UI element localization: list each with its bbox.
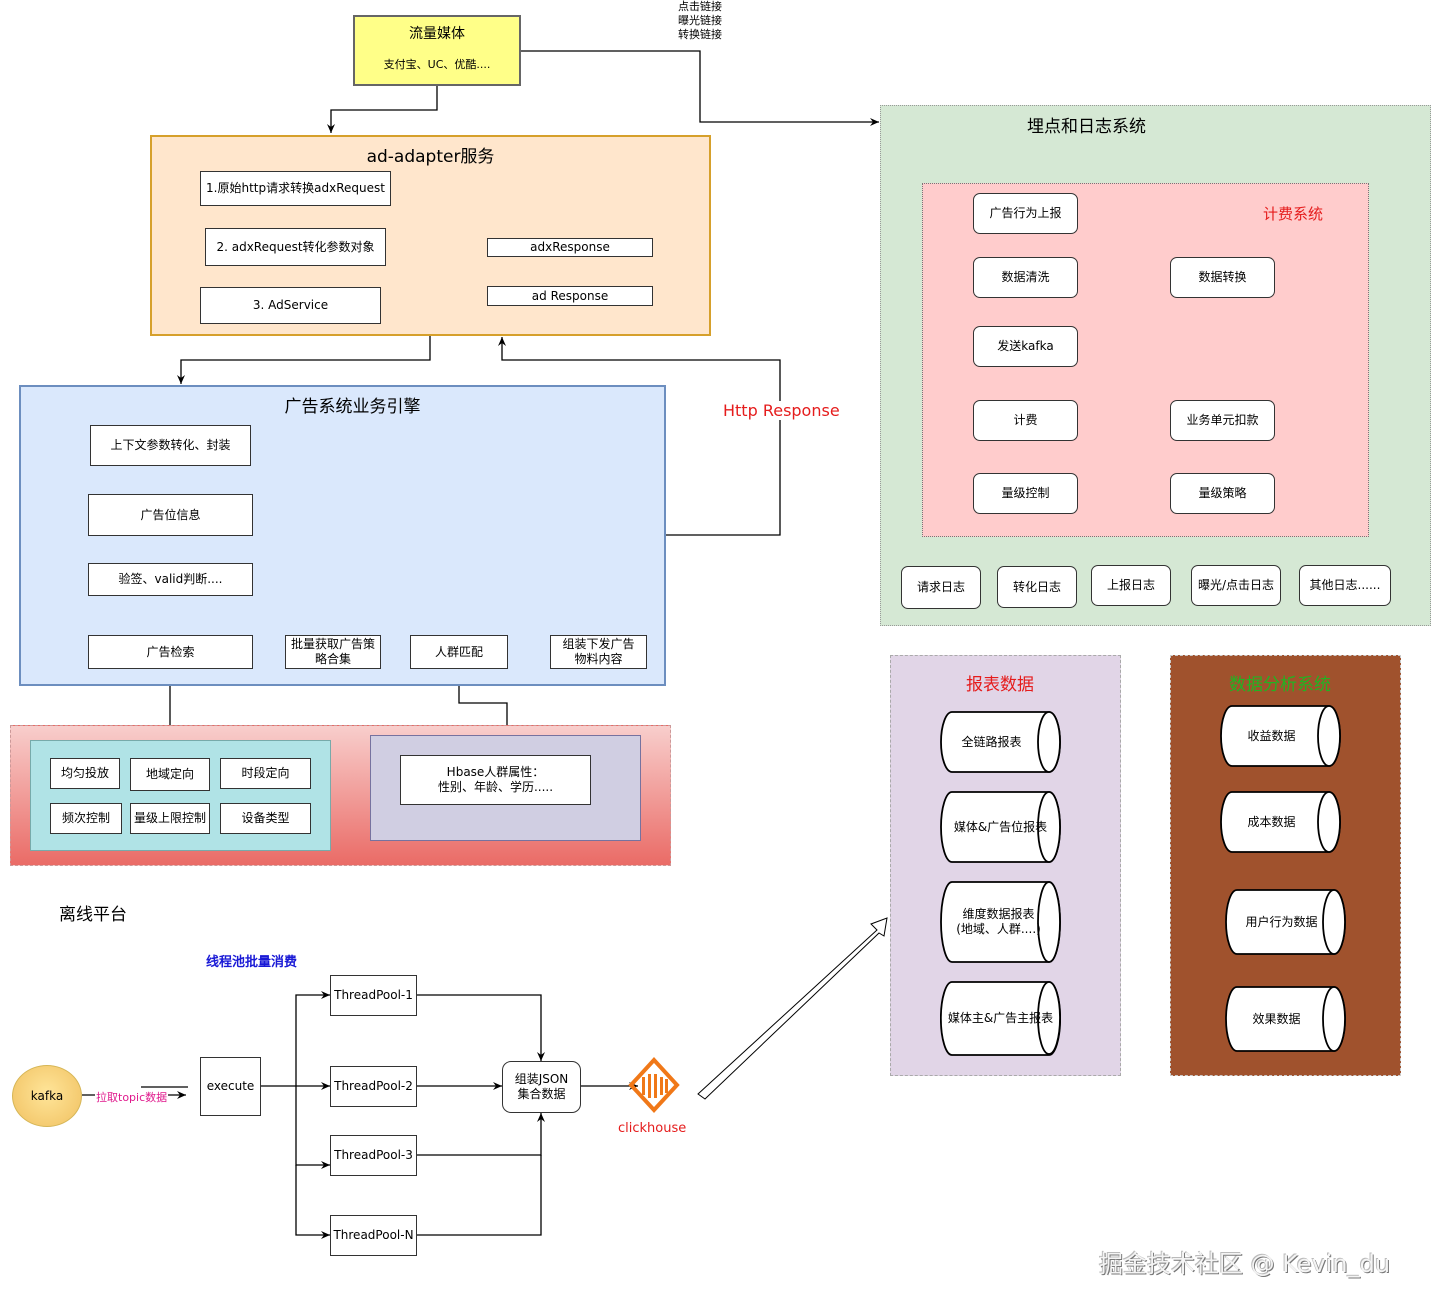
billing-transform[interactable]: 数据转换 [1170,257,1275,298]
billing-report[interactable]: 广告行为上报 [973,193,1078,234]
offline-to-reports-arrow [697,917,888,1100]
engine-title: 广告系统业务引擎 [284,397,421,417]
cylinder-shape [940,981,1061,1056]
log-conversion[interactable]: 转化日志 [997,566,1077,608]
report-media-advertiser[interactable]: 媒体主&广告主报表 [940,981,1061,1056]
adapter-step-2[interactable]: 2. adxRequest转化参数对象 [205,228,386,266]
rule-even-delivery[interactable]: 均匀投放 [50,758,120,789]
cylinder-shape [1220,705,1341,767]
billing-volume-control[interactable]: 量级控制 [973,473,1078,514]
edge-media-tracking [521,50,879,126]
clickhouse-node[interactable]: clickhouse [618,1057,686,1139]
pipeline-strategy[interactable]: 批量获取广告策略合集 [285,635,381,669]
ad-response[interactable]: ad Response [487,286,653,306]
analysis-label: 成本数据 [1247,814,1296,829]
billing-clean[interactable]: 数据清洗 [973,257,1078,298]
targeting-rules-panel [30,740,331,851]
clickhouse-label: clickhouse [618,1121,687,1136]
pull-topic-label: 拉取topic数据 [95,1089,169,1105]
tracking-title: 埋点和日志系统 [1027,117,1146,137]
rule-frequency[interactable]: 频次控制 [50,803,122,834]
adapter-title: ad-adapter服务 [366,147,495,167]
threadpool-2[interactable]: ThreadPool-2 [330,1066,417,1107]
cylinder-shape [1225,889,1346,955]
watermark: 掘金技术社区 @ Kevin_du [1099,1250,1391,1278]
report-label: 媒体主&广告主报表 [947,1011,1054,1025]
cylinder-shape [1220,791,1341,853]
rule-geo[interactable]: 地域定向 [130,758,210,791]
analysis-title: 数据分析系统 [1229,675,1331,695]
link-label-click: 点击链接 [678,0,722,13]
engine-step-retrieval[interactable]: 广告检索 [88,635,253,669]
pipeline-assemble[interactable]: 组装下发广告物料内容 [550,635,647,669]
log-other[interactable]: 其他日志...... [1299,565,1391,606]
edge-media-adapter [327,86,438,133]
threadpool-3[interactable]: ThreadPool-3 [330,1135,417,1176]
threadpool-1[interactable]: ThreadPool-1 [330,975,417,1016]
report-full-chain[interactable]: 全链路报表 [940,711,1061,773]
log-report[interactable]: 上报日志 [1091,565,1171,606]
report-dimension[interactable]: 维度数据报表 (地域、人群....) [940,881,1061,963]
cylinder-shape [940,711,1061,773]
media-box[interactable]: 流量媒体 支付宝、UC、优酷.... [353,15,521,86]
report-label: 维度数据报表 (地域、人群....) [956,907,1041,936]
http-response-label: Http Response [723,401,840,420]
link-labels: 点击链接 曝光链接 转换链接 [662,0,738,42]
rule-time[interactable]: 时段定向 [220,758,311,789]
thread-pool-title: 线程池批量消费 [206,955,298,970]
adapter-step-1[interactable]: 1.原始http请求转换adxRequest [200,171,391,206]
adx-response[interactable]: adxResponse [487,238,653,257]
billing-send-kafka[interactable]: 发送kafka [973,326,1078,367]
pipeline-audience[interactable]: 人群匹配 [410,635,508,669]
offline-title: 离线平台 [59,905,127,925]
link-label-impression: 曝光链接 [678,14,722,27]
analysis-cost[interactable]: 成本数据 [1220,791,1341,853]
hbase-attributes[interactable]: Hbase人群属性： 性别、年龄、学历..... [400,755,591,805]
analysis-label: 收益数据 [1247,728,1296,743]
report-label: 全链路报表 [961,734,1022,749]
cylinder-shape [1225,986,1346,1052]
report-media-adslot[interactable]: 媒体&广告位报表 [940,791,1061,863]
log-request[interactable]: 请求日志 [901,566,981,609]
kafka-label: kafka [30,1089,64,1103]
assemble-json-node[interactable]: 组装JSON 集合数据 [502,1061,581,1113]
analysis-revenue[interactable]: 收益数据 [1220,705,1341,767]
reports-title: 报表数据 [966,675,1034,695]
engine-step-validate[interactable]: 验签、valid判断.... [88,563,253,596]
adapter-step-3[interactable]: 3. AdService [200,287,381,324]
billing-title: 计费系统 [1263,205,1324,223]
analysis-label: 用户行为数据 [1245,914,1318,929]
analysis-user-behavior[interactable]: 用户行为数据 [1225,889,1346,955]
execute-node[interactable]: execute [200,1057,261,1116]
log-impression-click[interactable]: 曝光/点击日志 [1191,565,1281,606]
billing-deduction[interactable]: 业务单元扣款 [1170,400,1275,441]
cylinder-shape [940,881,1061,963]
threadpool-n[interactable]: ThreadPool-N [330,1215,417,1256]
rule-device[interactable]: 设备类型 [220,803,311,834]
cylinder-shape [940,791,1061,863]
billing-charge[interactable]: 计费 [973,400,1078,441]
media-subtitle: 支付宝、UC、优酷.... [383,58,491,71]
engine-step-context[interactable]: 上下文参数转化、封装 [90,425,251,466]
analysis-label: 效果数据 [1252,1011,1301,1026]
report-label: 媒体&广告位报表 [953,819,1048,834]
media-title: 流量媒体 [409,26,465,42]
engine-step-adslot[interactable]: 广告位信息 [88,494,253,536]
link-label-convert: 转换链接 [678,28,722,41]
analysis-effect[interactable]: 效果数据 [1225,986,1346,1052]
billing-volume-strategy[interactable]: 量级策略 [1170,473,1275,514]
clickhouse-icon [628,1057,680,1113]
kafka-node[interactable]: kafka [12,1065,82,1127]
edge-adapter-engine [177,336,431,384]
rule-volume-cap[interactable]: 量级上限控制 [130,803,210,834]
